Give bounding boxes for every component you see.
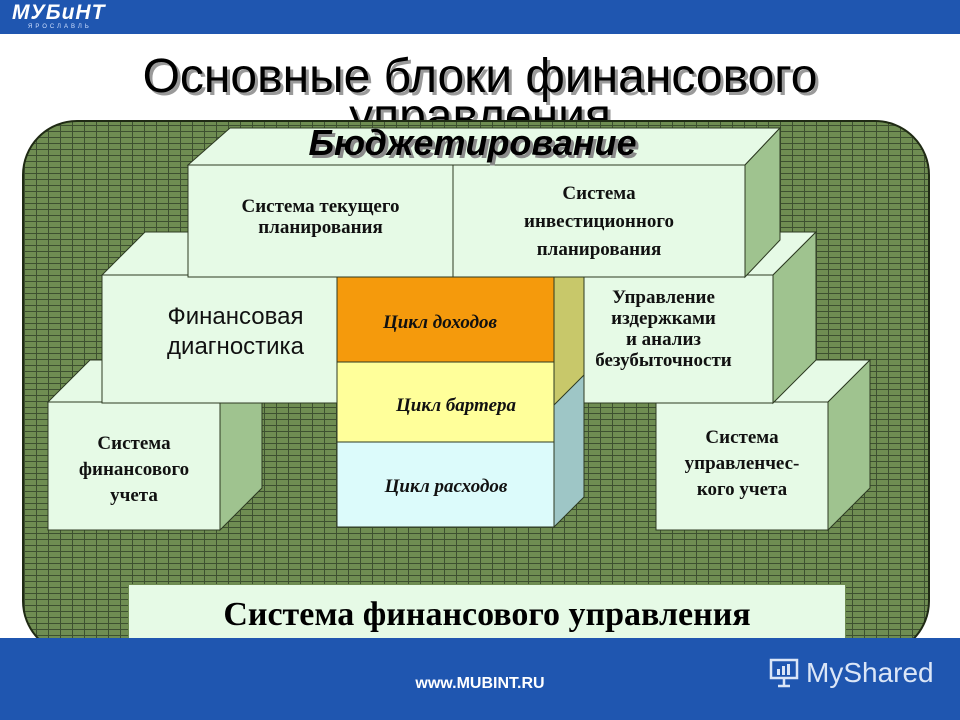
page-title-line2: управления bbox=[0, 98, 960, 120]
investment-planning-label: Система инвестиционного планирования bbox=[524, 183, 674, 260]
fin-diagnostics-label: Финансовая диагностика bbox=[167, 303, 304, 360]
block-planning bbox=[186, 126, 782, 279]
current-planning-label: Система текущего планирования bbox=[241, 196, 400, 238]
footer-bar bbox=[0, 638, 960, 720]
logo-subtext: ЯРОСЛАВЛЬ bbox=[28, 24, 92, 30]
page-title: Основные блоки финансового bbox=[142, 50, 818, 103]
myshared-watermark: MyShared bbox=[768, 655, 934, 691]
income-cycle-label: Цикл доходов bbox=[382, 312, 498, 333]
barter-cycle-box bbox=[336, 361, 555, 443]
cost-management-label: Управление издержками и анализ безубыточ… bbox=[595, 287, 732, 371]
footer-url-link[interactable]: www.MUBINT.RU bbox=[415, 675, 545, 692]
expense-cycle-label: Цикл расходов bbox=[384, 476, 508, 497]
barter-cycle-label: Цикл бартера bbox=[395, 395, 517, 416]
budgeting-label: Бюджетирование bbox=[308, 122, 637, 163]
expense-cycle-box bbox=[336, 441, 555, 528]
system-box bbox=[128, 584, 846, 646]
myshared-brand: MyShared bbox=[806, 657, 934, 688]
mubint-logo: МУБиНТ bbox=[12, 1, 106, 24]
fin-accounting-label: Система финансового учета bbox=[78, 433, 190, 506]
presentation-icon bbox=[769, 658, 799, 688]
top-bar: МУБиНТ ЯРОСЛАВЛЬ bbox=[0, 0, 960, 34]
system-label: Система финансового управления bbox=[223, 596, 751, 633]
income-cycle-box bbox=[336, 276, 555, 363]
mgmt-accounting-label: Система управленчес- кого учета bbox=[684, 427, 800, 500]
